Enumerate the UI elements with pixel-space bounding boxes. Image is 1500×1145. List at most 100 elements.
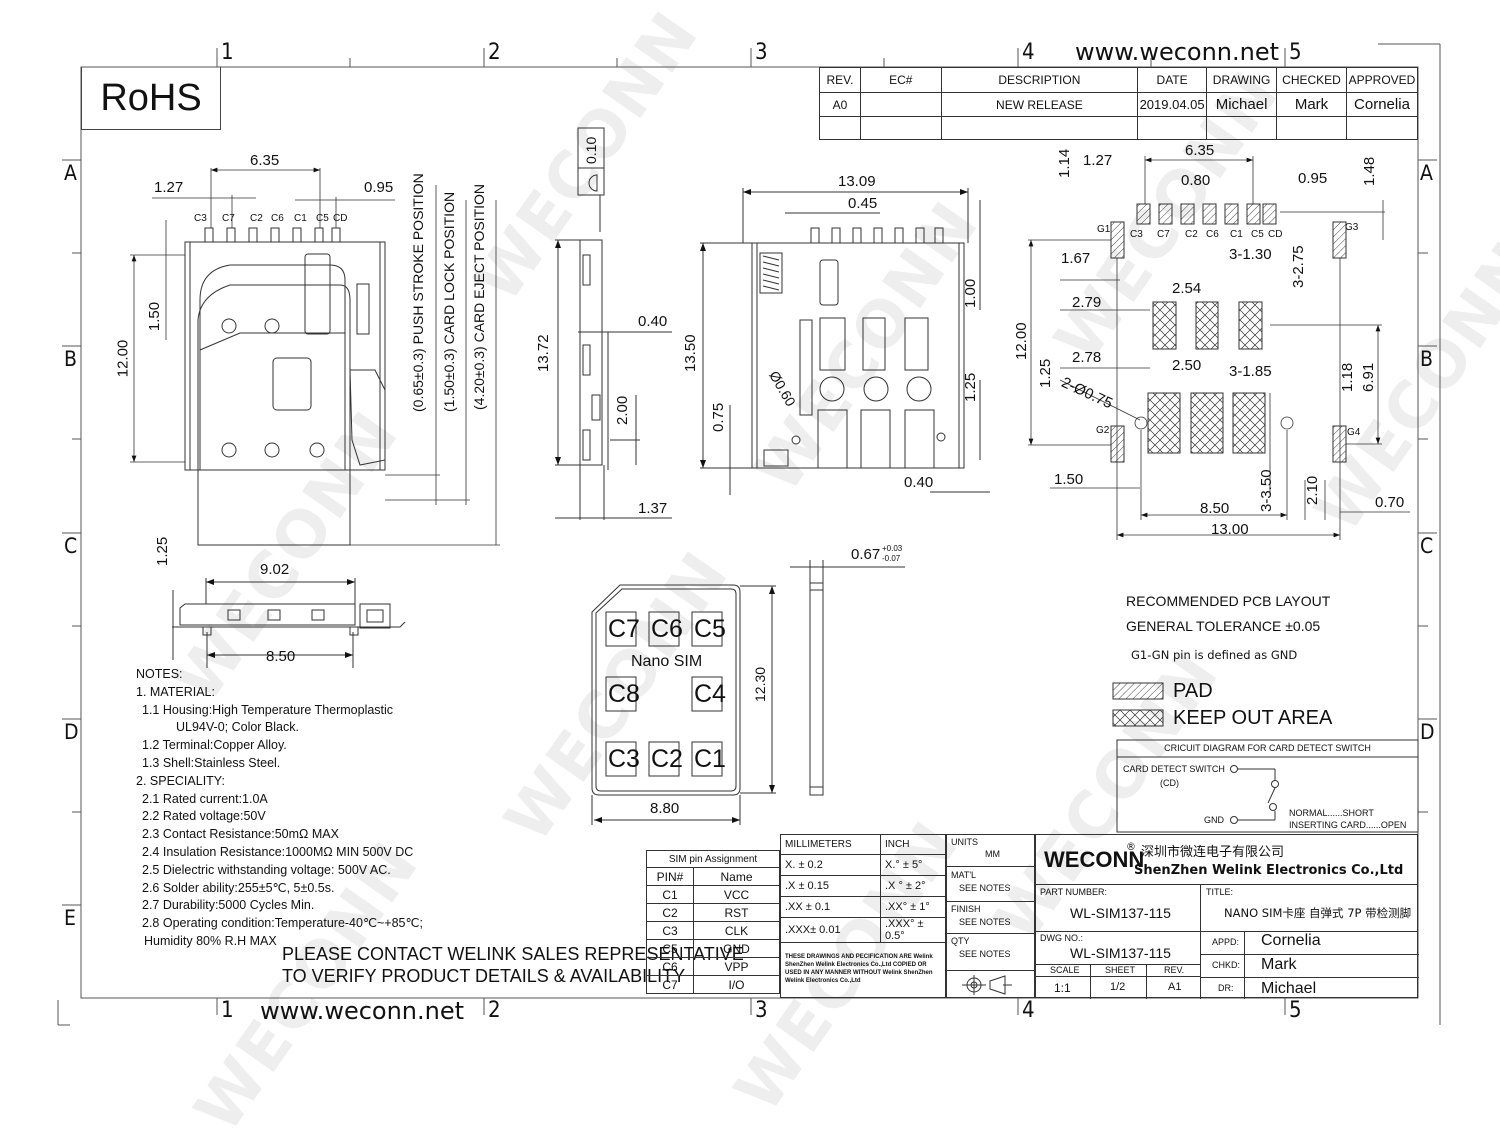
dwg-label: DWG NO.: — [1040, 933, 1083, 943]
pin-label-c3: C3 — [194, 213, 207, 224]
pcb-dim-2-78: 2.78 — [1072, 349, 1102, 366]
brand-logo: WECONN — [1044, 847, 1145, 872]
sim-contact-c1: C1 — [694, 745, 726, 773]
pcb-gnd-note: G1-GN pin is defined as GND — [1131, 648, 1298, 662]
dim-12-00: 12.00 — [114, 339, 132, 378]
pcb-dim-2-54: 2.54 — [1172, 280, 1202, 297]
note-line: Humidity 80% R.H MAX — [144, 933, 277, 948]
flatness-value: 0.10 — [583, 136, 599, 164]
revision-row: A0 NEW RELEASE 2019.04.05 Michael Mark C… — [819, 92, 1419, 117]
title-block: WECONN ® 深圳市微连电子有限公司 ShenZhen Welink Ele… — [1035, 834, 1419, 999]
note-line: 2.3 Contact Resistance:50mΩ MAX — [142, 827, 339, 842]
pcb-pin-c6: C6 — [1206, 229, 1219, 240]
notes-title: NOTES: — [136, 667, 183, 681]
ec-cell — [859, 92, 942, 117]
zone-row-a: A — [64, 161, 77, 185]
note-line: UL94V-0; Color Black. — [176, 720, 299, 735]
pcb-tolerance: GENERAL TOLERANCE ±0.05 — [1126, 618, 1321, 634]
drawing-canvas: 6.35 — [57, 43, 1441, 1026]
pin-name-cell: GND — [693, 939, 780, 958]
note-line: 2.2 Rated voltage:50V — [142, 809, 266, 824]
keepout-swatch — [1112, 709, 1164, 727]
units-value: MM — [985, 849, 1000, 859]
dim-1-00: 1.00 — [962, 278, 979, 308]
dim-13-09: 13.09 — [838, 173, 876, 190]
rohs-label: RoHS — [100, 76, 202, 119]
side-view-drawing — [555, 127, 672, 520]
rohs-badge: RoHS — [81, 67, 221, 130]
dim-0-95: 0.95 — [364, 179, 394, 196]
pcb-dim-6-91: 6.91 — [1360, 362, 1377, 392]
zone-row-d-right: D — [1420, 720, 1435, 744]
pcb-dim-2-10: 2.10 — [1304, 475, 1321, 505]
circuit-switch-sub: (CD) — [1160, 778, 1179, 788]
pin-cell: C1 — [646, 885, 694, 904]
pad-swatch — [1112, 682, 1164, 700]
zone-row-a-right: A — [1420, 161, 1433, 185]
pin-label-c7: C7 — [222, 213, 235, 224]
top-view-dims: 6.35 — [250, 152, 279, 169]
dim-0-40: 0.40 — [638, 313, 668, 330]
disclaimer: THESE DRAWINGS AND PECIFICATION ARE Weli… — [780, 942, 946, 998]
sheet-label: SHEET — [1105, 965, 1136, 975]
inch-header: INCH — [880, 834, 946, 855]
legend-keepout-label: KEEP OUT AREA — [1173, 707, 1333, 729]
zone-col-1-bottom: 1 — [221, 998, 234, 1023]
checked-cell: Mark — [1276, 92, 1347, 117]
part-title: NANO SIM卡座 自弹式 7P 带检测脚 — [1224, 906, 1412, 920]
website-link-bottom[interactable]: www.weconn.net — [260, 997, 465, 1025]
note-line: 2.7 Durability:5000 Cycles Min. — [142, 898, 315, 913]
note-line: 2. SPECIALITY: — [136, 773, 225, 788]
zone-row-d: D — [64, 720, 79, 744]
pcb-pin-c2: C2 — [1185, 229, 1198, 240]
pcb-dim-1-27: 1.27 — [1083, 152, 1113, 169]
svg-text:6.35: 6.35 — [250, 152, 279, 169]
units-label: UNITS — [951, 837, 978, 847]
zone-row-e: E — [64, 906, 76, 930]
rev-cell: A0 — [819, 92, 861, 117]
finish-label: FINISH — [951, 904, 981, 914]
zone-row-b-right: B — [1420, 347, 1433, 371]
dwg-number: WL-SIM137-115 — [1070, 945, 1171, 961]
pcb-g2: G2 — [1096, 425, 1110, 436]
pin-name-cell: VPP — [693, 957, 780, 976]
pcb-dim-2-79: 2.79 — [1072, 294, 1102, 311]
appd-value: Cornelia — [1261, 932, 1321, 949]
registered-mark: ® — [1126, 840, 1136, 853]
dim-8-80: 8.80 — [650, 800, 680, 817]
note-line: 2.5 Dielectric withstanding voltage: 500… — [142, 862, 391, 877]
zone-row-c-right: C — [1420, 534, 1434, 558]
zone-col-3: 3 — [755, 40, 768, 65]
tol-inch: X.° ± 5° — [880, 854, 946, 876]
matl-value: SEE NOTES — [959, 883, 1011, 893]
revision-table: REV. EC# DESCRIPTION DATE DRAWING CHECKE… — [819, 67, 1419, 140]
pcb-dim-0-95: 0.95 — [1298, 170, 1328, 187]
sim-contact-c5: C5 — [694, 615, 726, 643]
dr-label: DR: — [1218, 983, 1234, 993]
website-link-top[interactable]: www.weconn.net — [1075, 38, 1280, 66]
pcb-dim-1-18: 1.18 — [1339, 362, 1356, 392]
dim-1-25: 1.25 — [962, 372, 979, 402]
pcb-title: RECOMMENDED PCB LAYOUT — [1126, 593, 1331, 609]
qty-label: QTY — [951, 936, 970, 946]
qty-value: SEE NOTES — [959, 949, 1011, 959]
pin-name-cell: VCC — [693, 885, 780, 904]
pin-cell: C6 — [646, 957, 694, 976]
card-lock-label: (1.50±0.3) CARD LOCK POSITION — [441, 191, 457, 412]
pin-header: PIN# — [646, 867, 694, 886]
pcb-dim-6-35: 6.35 — [1185, 142, 1215, 159]
sheet-value: 1/2 — [1110, 981, 1126, 993]
sim-contact-c7: C7 — [608, 615, 640, 643]
sim-contact-c2: C2 — [651, 745, 683, 773]
pcb-dim-1-48: 1.48 — [1361, 156, 1378, 186]
dim-0-40-bottom: 0.40 — [904, 474, 934, 491]
pin-label-c1: C1 — [294, 213, 307, 224]
scale-label: SCALE — [1050, 965, 1080, 975]
tol-mm: .X ± 0.15 — [780, 875, 881, 897]
zone-col-3-bottom: 3 — [755, 998, 768, 1023]
tol-plus: +0.03 — [882, 544, 903, 553]
rev-label: REV. — [1164, 965, 1185, 975]
push-stroke-label: (0.65±0.3) PUSH STROKE POSITION — [410, 173, 426, 412]
